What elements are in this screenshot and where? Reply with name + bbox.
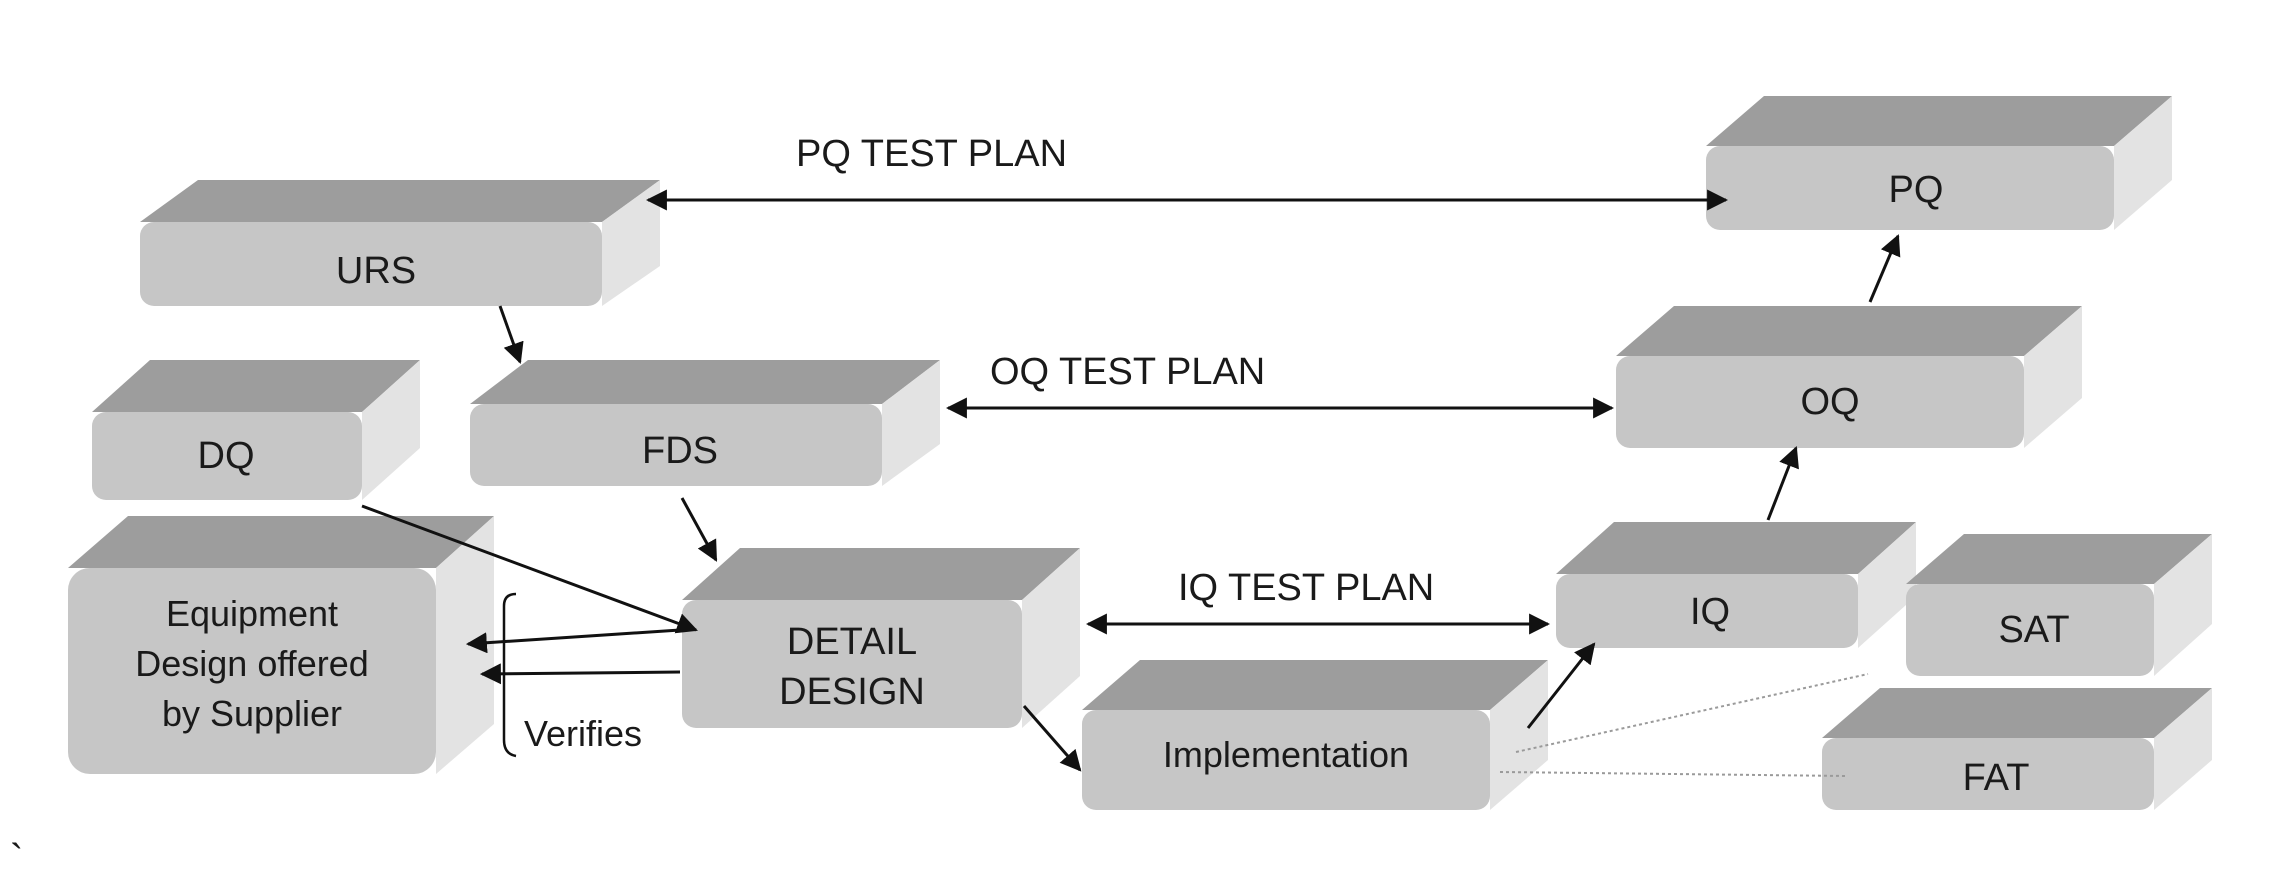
dq-label: DQ <box>198 435 255 477</box>
pq-test-plan-label: PQ TEST PLAN <box>796 133 1067 175</box>
implementation-label: Implementation <box>1163 734 1409 775</box>
fds-box: FDS <box>470 360 940 486</box>
dq-box: DQ <box>92 360 420 500</box>
detail-design-to-implementation-arrow <box>1022 705 1082 772</box>
oq-to-pq-arrow <box>1868 234 1901 303</box>
iq-label: IQ <box>1690 591 1730 633</box>
iq-test-plan-label: IQ TEST PLAN <box>1178 567 1434 609</box>
fds-to-detail-design-arrow <box>680 497 718 562</box>
stray-mark: ` <box>10 837 23 874</box>
detail-design-label-line-2: DESIGN <box>779 671 925 713</box>
oq-test-plan-label: OQ TEST PLAN <box>990 351 1265 393</box>
implementation-to-fat-connector <box>1499 771 1847 777</box>
verifies-label: Verifies <box>524 713 642 754</box>
oq-box: OQ <box>1616 306 2082 448</box>
detail-design-label-line-1: DETAIL <box>787 621 917 663</box>
fat-box: FAT <box>1822 688 2212 810</box>
verifies-brace <box>502 592 517 758</box>
iq-to-oq-arrow <box>1766 446 1799 521</box>
detail-design-to-equipment-arrow-2 <box>479 663 681 685</box>
fds-label: FDS <box>642 430 718 472</box>
sat-label: SAT <box>1998 609 2069 651</box>
equipment-label-line-2: Design offered <box>135 643 369 684</box>
pq-box: PQ <box>1706 96 2172 230</box>
implementation-to-sat-connector <box>1515 673 1869 753</box>
detail-design-box: DETAIL DESIGN <box>682 548 1080 728</box>
equipment-label-line-3: by Supplier <box>162 693 342 734</box>
urs-to-fds-arrow <box>498 305 524 364</box>
oq-label: OQ <box>1800 381 1859 423</box>
dq-to-detail-design-arrow <box>361 504 698 634</box>
pq-label: PQ <box>1889 169 1944 211</box>
fat-label: FAT <box>1963 757 2030 799</box>
implementation-box: Implementation <box>1082 660 1548 810</box>
urs-box: URS <box>140 180 660 306</box>
sat-box: SAT <box>1906 534 2212 676</box>
iq-box: IQ <box>1556 522 1916 648</box>
equipment-design-box: Equipment Design offered by Supplier <box>68 516 494 774</box>
implementation-to-iq-arrow <box>1526 642 1596 729</box>
urs-label: URS <box>336 250 416 292</box>
equipment-label-line-1: Equipment <box>166 593 338 634</box>
detail-design-to-equipment-arrow-1 <box>465 628 681 654</box>
